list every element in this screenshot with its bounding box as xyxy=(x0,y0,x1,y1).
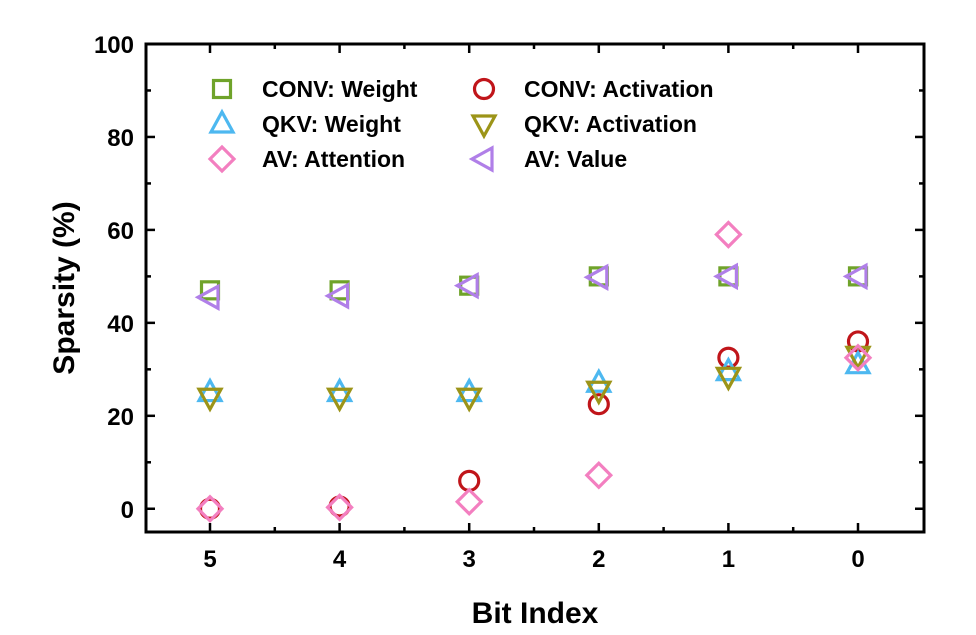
y-tick-label: 40 xyxy=(107,311,134,338)
data-points xyxy=(194,220,873,524)
av-attention-point xyxy=(843,343,873,372)
legend-label-conv-weight: CONV: Weight xyxy=(262,76,418,102)
legend-marker-qkv-weight xyxy=(208,108,236,134)
y-tick-label: 0 xyxy=(121,497,134,524)
y-tick-label: 80 xyxy=(107,125,134,152)
y-tick-label: 100 xyxy=(94,32,134,59)
qkv-activation-point xyxy=(325,387,354,413)
x-axis-title: Bit Index xyxy=(472,597,599,630)
av-value-point xyxy=(713,262,739,291)
x-tick-label: 5 xyxy=(203,546,216,573)
legend-marker-conv-weight xyxy=(211,78,233,100)
av-value-point xyxy=(453,271,479,300)
x-axis: 5 4 3 2 1 0 xyxy=(203,44,865,573)
x-tick-label: 3 xyxy=(463,546,476,573)
legend-label-av-attention: AV: Attention xyxy=(262,146,405,172)
qkv-activation-point xyxy=(714,366,743,392)
conv-activation-point xyxy=(458,469,481,492)
legend-label-qkv-activation: QKV: Activation xyxy=(524,111,697,137)
qkv-activation-point xyxy=(196,387,224,413)
legend-label-qkv-weight: QKV: Weight xyxy=(262,111,401,137)
x-tick-label: 1 xyxy=(722,546,735,573)
av-value-point xyxy=(583,263,609,292)
y-axis-title: Sparsity (%) xyxy=(48,201,81,374)
legend-label-av-value: AV: Value xyxy=(524,146,627,172)
av-attention-point xyxy=(714,220,743,249)
conv-activation-point xyxy=(198,497,222,520)
conv-activation-point xyxy=(587,393,610,416)
legend-marker-av-attention xyxy=(207,144,237,174)
av-attention-point xyxy=(584,461,614,490)
y-axis: 0 20 40 60 80 100 xyxy=(94,32,924,524)
legend-marker-qkv-activation xyxy=(470,114,498,140)
av-attention-point xyxy=(325,493,354,522)
y-tick-label: 20 xyxy=(107,404,134,431)
x-tick-label: 4 xyxy=(333,546,347,573)
av-value-point xyxy=(324,282,350,310)
av-attention-point xyxy=(454,487,484,517)
av-value-point xyxy=(842,262,868,291)
legend-label-conv-activation: CONV: Activation xyxy=(524,76,714,102)
y-tick-label: 60 xyxy=(107,218,134,245)
x-tick-label: 2 xyxy=(592,546,605,573)
av-value-point xyxy=(194,283,220,312)
x-tick-label: 0 xyxy=(851,546,864,573)
qkv-activation-point xyxy=(585,380,613,406)
legend-marker-av-value xyxy=(468,145,494,173)
av-attention-point xyxy=(195,494,225,524)
qkv-activation-point xyxy=(455,387,483,413)
legend-marker-conv-activation xyxy=(472,77,496,101)
